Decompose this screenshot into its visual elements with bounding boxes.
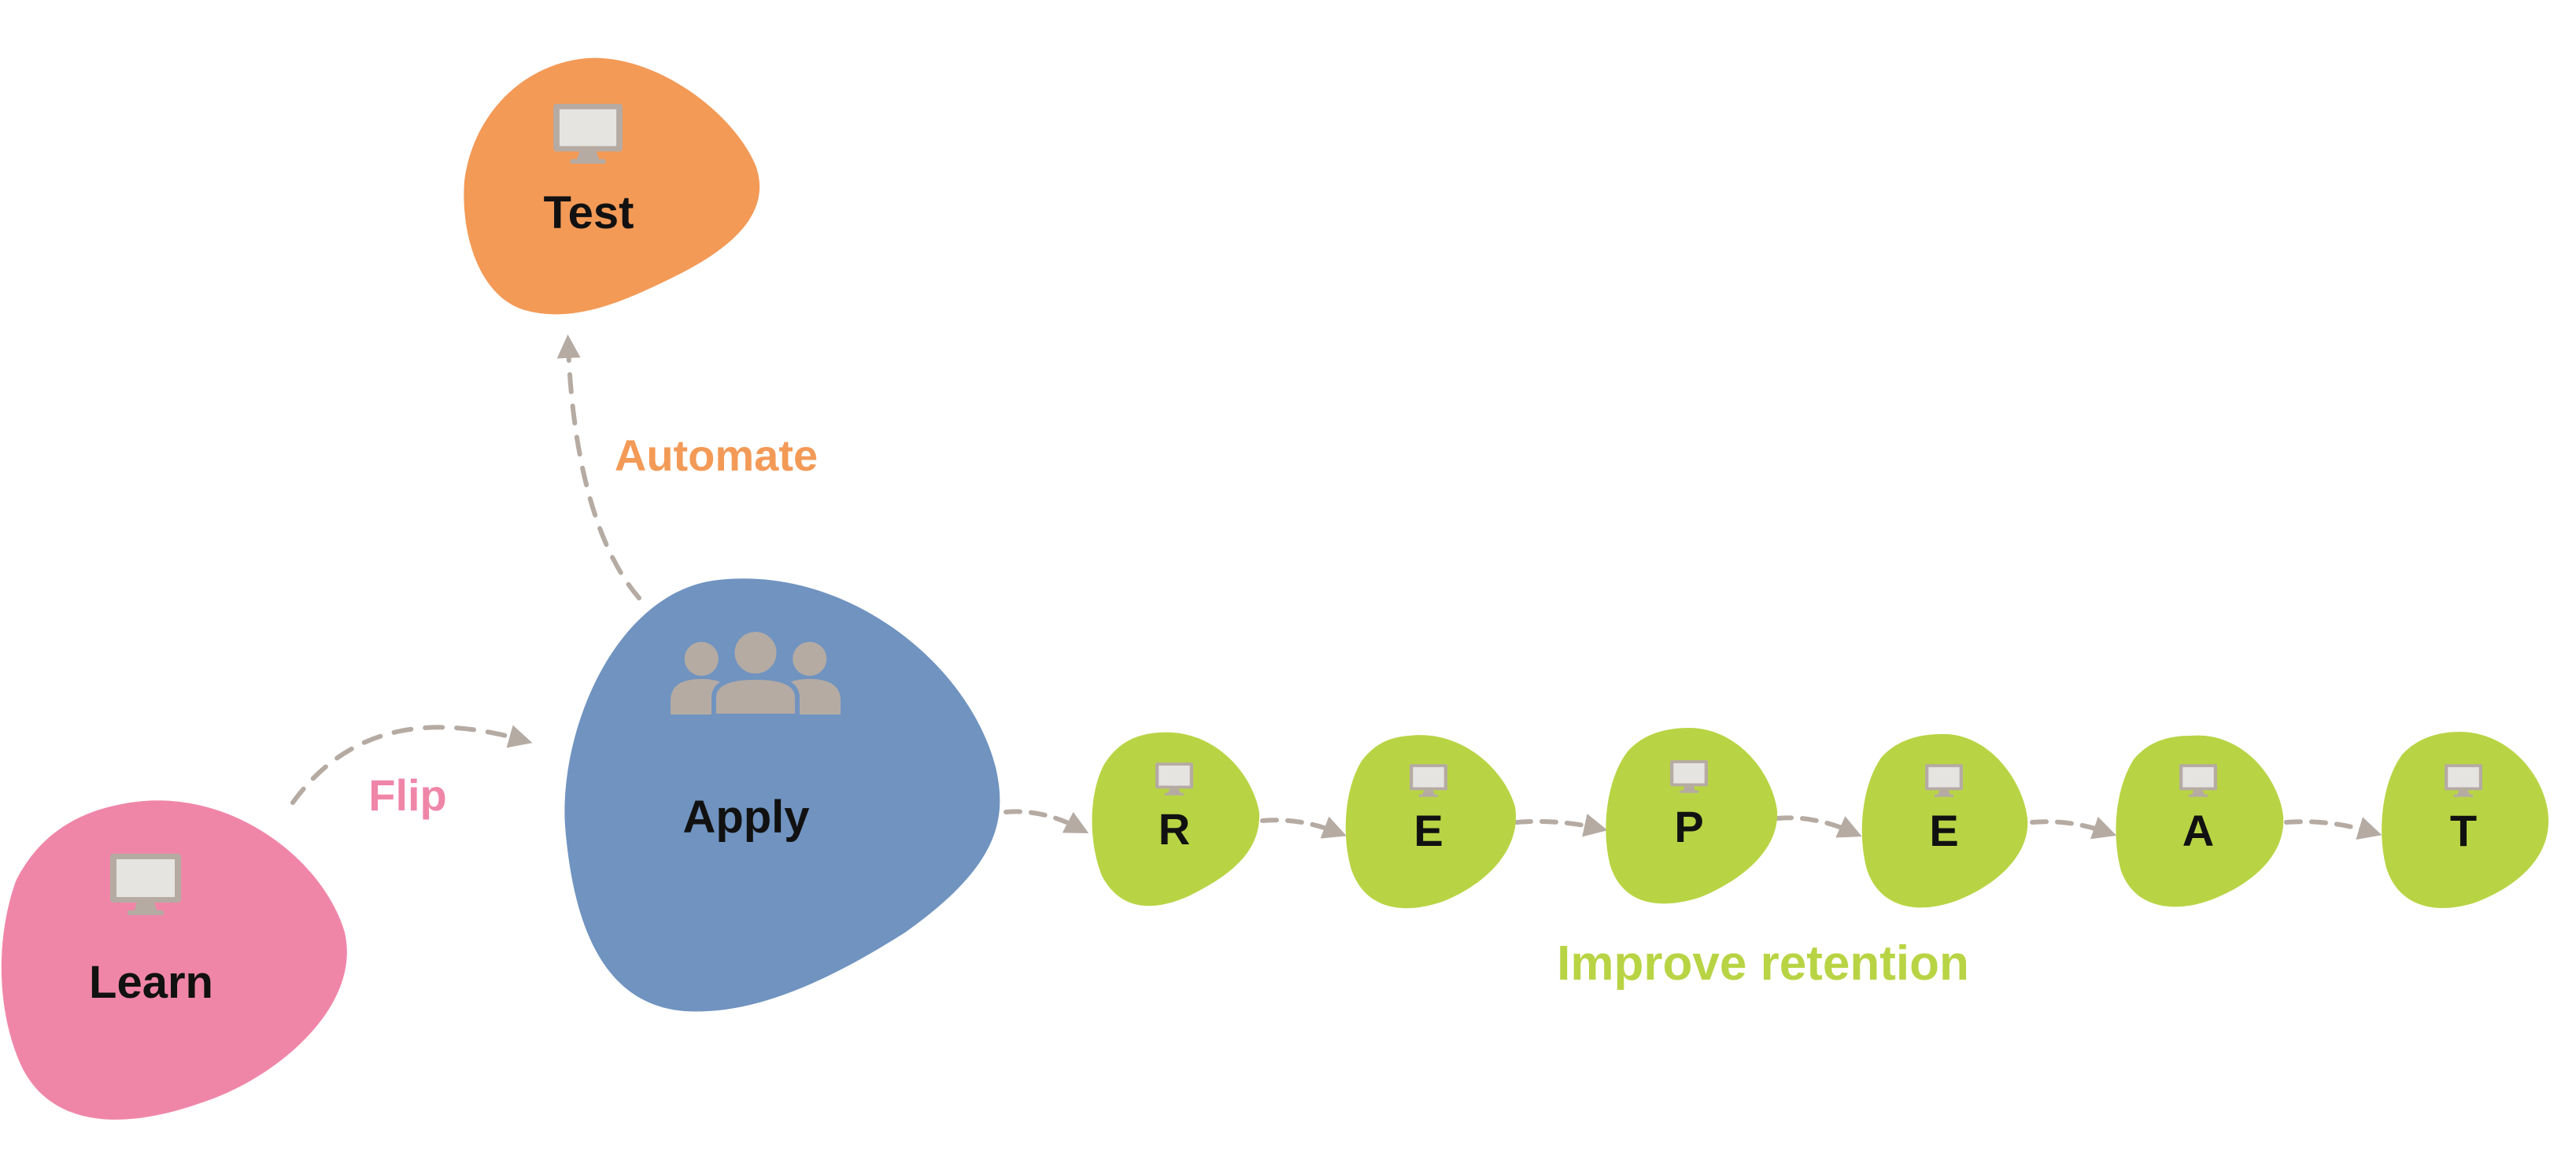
repeat-node: E	[1345, 735, 1517, 909]
repeat-node: A	[2116, 735, 2284, 907]
repeat-arrow	[1775, 815, 1862, 838]
repeat-arrow	[2284, 817, 2382, 840]
flip-arrow	[290, 725, 533, 805]
repeat-letter: R	[1159, 804, 1190, 854]
repeat-node: T	[2382, 732, 2549, 909]
repeat-arrow	[1514, 814, 1608, 837]
improve-retention-label: Improve retention	[1557, 936, 1969, 991]
edges	[290, 334, 2382, 840]
repeat-letter: E	[1414, 806, 1443, 855]
repeat-arrow	[1260, 816, 1347, 839]
apply-label: Apply	[682, 792, 809, 843]
repeat-node: P	[1606, 728, 1778, 904]
repeat-node: E	[1861, 733, 2028, 908]
node-learn: Learn	[1, 800, 347, 1120]
test-label: Test	[544, 187, 634, 238]
apply-to-repeat-arrow	[1003, 809, 1089, 833]
automate-label: Automate	[615, 430, 818, 480]
node-apply: Apply	[564, 578, 1000, 1012]
apply-blob	[564, 578, 1000, 1012]
repeat-letter: E	[1929, 806, 1958, 855]
learn-blob	[1, 800, 347, 1120]
repeat-blob	[1861, 733, 2028, 908]
repeat-letter: A	[2182, 806, 2214, 855]
repeat-blob	[1345, 735, 1517, 909]
node-test: Test	[464, 57, 760, 315]
repeat-blob	[2116, 735, 2284, 907]
test-blob	[464, 57, 760, 315]
repeat-blob	[1606, 728, 1778, 904]
repeat-arrow	[2030, 816, 2117, 840]
repeat-letter: T	[2450, 806, 2477, 855]
flip-label: Flip	[368, 770, 447, 820]
repeat-blob	[1092, 732, 1260, 906]
repeat-blob	[2382, 732, 2549, 909]
repeat-node: R	[1092, 732, 1260, 906]
automate-arrow	[556, 334, 641, 600]
repeat-letter: P	[1674, 802, 1703, 851]
learn-label: Learn	[89, 957, 213, 1008]
